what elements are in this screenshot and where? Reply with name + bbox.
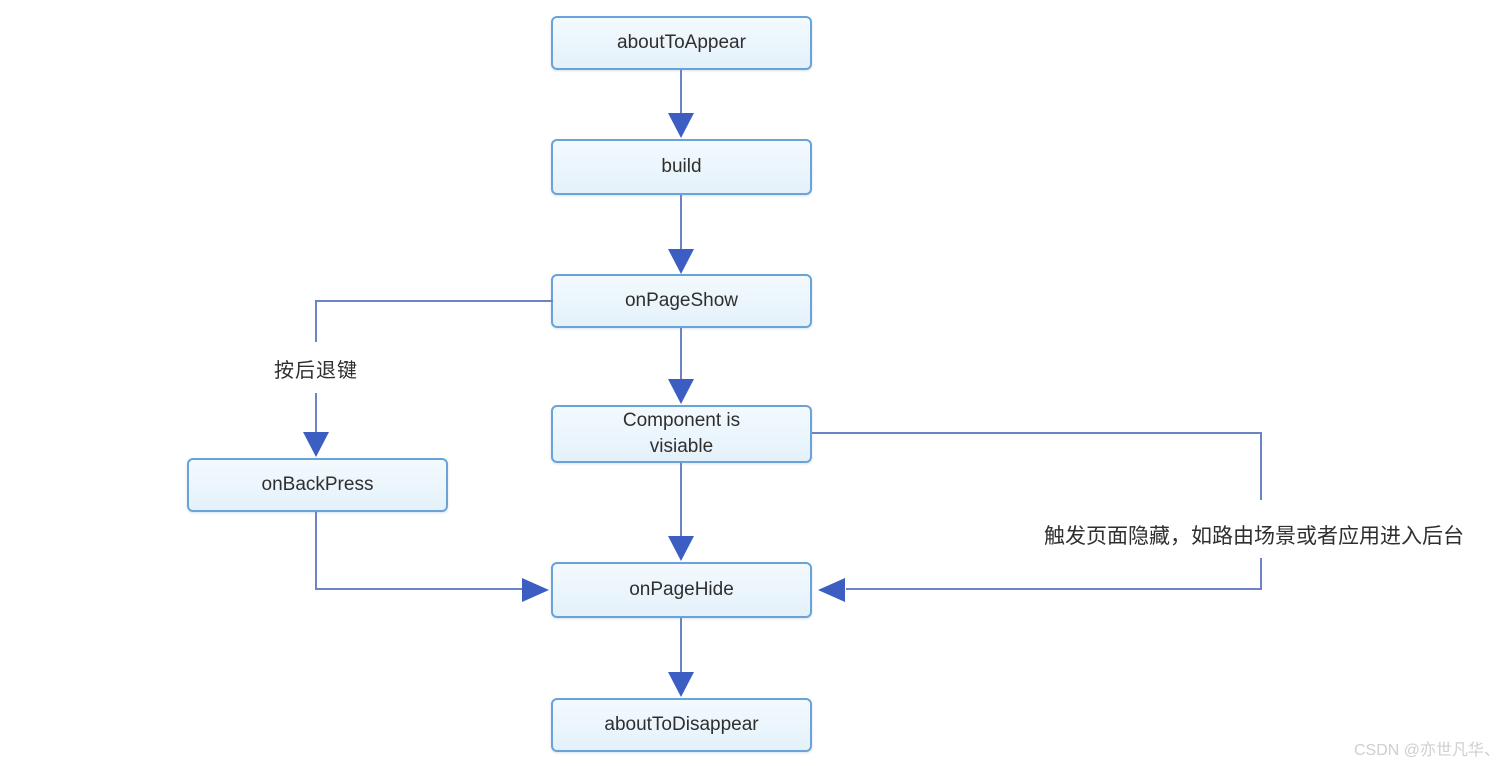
edge-hide-branch-onPageHide-hline bbox=[846, 588, 1262, 590]
arrow-down-icon bbox=[668, 379, 694, 404]
csdn-watermark: CSDN @亦世凡华、 bbox=[1353, 742, 1500, 759]
node-build: build bbox=[551, 139, 812, 195]
edge-build-onPageShow-line bbox=[680, 195, 682, 250]
node-onBackPress: onBackPress bbox=[187, 458, 448, 512]
arrow-down-icon bbox=[668, 113, 694, 138]
node-aboutToAppear: aboutToAppear bbox=[551, 16, 812, 70]
edge-onPageShow-componentVisible-line bbox=[680, 328, 682, 380]
edge-label-back-key: 按后退键 bbox=[246, 354, 386, 383]
arrow-left-icon bbox=[818, 578, 845, 602]
node-component-is-visiable: Component is visiable bbox=[551, 405, 812, 463]
arrow-right-icon bbox=[522, 578, 549, 602]
edge-onPageShow-back-branch-hline bbox=[316, 300, 553, 302]
arrow-down-icon bbox=[303, 432, 329, 457]
arrow-down-icon bbox=[668, 249, 694, 274]
edge-componentVisible-onPageHide-line bbox=[680, 463, 682, 537]
edge-onBackPress-onPageHide-hline bbox=[316, 588, 523, 590]
edge-onPageHide-aboutToDisappear-line bbox=[680, 618, 682, 673]
edge-label-hide-trigger: 触发页面隐藏，如路由场景或者应用进入后台 bbox=[1028, 520, 1480, 550]
edge-onBackPress-onPageHide-vline bbox=[315, 512, 317, 590]
edge-hide-branch-vline-upper bbox=[1260, 432, 1262, 500]
edge-back-branch-vline-lower bbox=[315, 393, 317, 433]
node-aboutToDisappear: aboutToDisappear bbox=[551, 698, 812, 752]
node-onPageHide: onPageHide bbox=[551, 562, 812, 618]
edge-hide-branch-vline-lower bbox=[1260, 558, 1262, 590]
node-onPageShow: onPageShow bbox=[551, 274, 812, 328]
edge-componentVisible-hide-branch-hline bbox=[812, 432, 1262, 434]
arrow-down-icon bbox=[668, 536, 694, 561]
arrow-down-icon bbox=[668, 672, 694, 697]
edge-aboutToAppear-build-line bbox=[680, 70, 682, 113]
edge-back-branch-vline-upper bbox=[315, 300, 317, 342]
